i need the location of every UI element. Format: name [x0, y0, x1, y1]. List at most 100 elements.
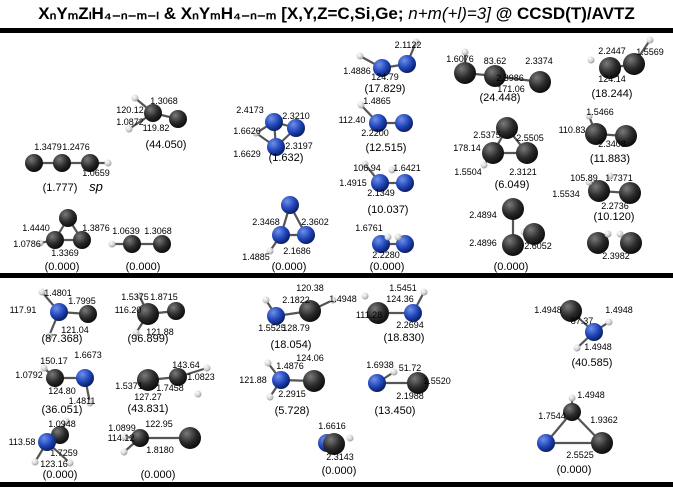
middle-rule — [0, 273, 673, 278]
hydrogen-atom — [108, 240, 116, 248]
hydrogen-atom — [40, 364, 48, 372]
geometry-label: 106.94 — [353, 163, 381, 173]
figure-title: XₙYₘZₗH₄₋ₙ₋ₘ₋ₗ & XₙYₘH₄₋ₙ₋ₘ [X,Y,Z=C,Si,… — [0, 0, 673, 28]
carbon-atom — [144, 104, 162, 122]
geometry-label: 2.2280 — [372, 250, 400, 260]
relative-energy: (12.515) — [366, 142, 407, 154]
hydrogen-atom — [203, 364, 211, 372]
geometry-label: 2.3374 — [525, 56, 553, 66]
geometry-label: 112.40 — [339, 115, 366, 125]
geometry-label: 1.7371 — [605, 173, 633, 183]
germanium-atom — [523, 223, 545, 245]
germanium-atom — [502, 234, 524, 256]
carbon-atom — [169, 368, 187, 386]
relative-energy: (13.450) — [375, 405, 416, 417]
germanium-atom — [137, 303, 159, 325]
silicon-atom — [368, 374, 386, 392]
germanium-atom — [496, 117, 518, 139]
hydrogen-atom — [131, 94, 139, 102]
relative-energy: (0.000) — [141, 469, 176, 481]
top-rule — [0, 28, 673, 33]
geometry-label: 1.6938 — [366, 360, 394, 370]
hydrogen-atom — [356, 52, 364, 60]
relative-energy: (0.000) — [272, 261, 307, 273]
hydrogen-atom — [394, 233, 402, 241]
carbon-atom — [53, 154, 71, 172]
geometry-label: 1.5569 — [636, 47, 664, 57]
relative-energy: (0.000) — [322, 465, 357, 477]
silicon-atom — [396, 235, 414, 253]
geometry-label: 119.82 — [143, 123, 170, 133]
relative-energy: (18.830) — [384, 332, 425, 344]
germanium-atom — [179, 427, 201, 449]
geometry-label: 124.36 — [386, 294, 414, 304]
hydrogen-atom — [646, 36, 654, 44]
geometry-label: 171.06 — [497, 84, 525, 94]
hydrogen-atom — [420, 288, 428, 296]
geometry-label: 1.3068 — [144, 226, 172, 236]
geometry-label: 1.5525 — [258, 323, 286, 333]
geometry-label: 2.5505 — [516, 133, 544, 143]
geometry-label: 2.5525 — [566, 450, 594, 460]
hydrogen-atom — [86, 399, 94, 407]
geometry-label: 1.0823 — [187, 372, 215, 382]
hydrogen-atom — [266, 247, 274, 255]
geometry-label: 143.64 — [172, 360, 200, 370]
geometry-label: 1.4948 — [329, 294, 357, 304]
molecule-ge2-d: 2.3982 — [587, 230, 642, 261]
geometry-label: 124.06 — [296, 353, 324, 363]
hydrogen-atom — [262, 296, 270, 304]
carbon-atom — [59, 209, 77, 227]
silicon-atom — [76, 369, 94, 387]
geometry-label: 2.1349 — [367, 188, 395, 198]
silicon-atom — [272, 371, 290, 389]
geometry-label: 128.79 — [282, 323, 310, 333]
geometry-label: 1.5466 — [586, 107, 614, 117]
germanium-atom — [303, 370, 325, 392]
geometry-label: 2.3143 — [326, 452, 354, 462]
relative-energy: (0.000) — [43, 469, 78, 481]
geometry-label: 1.4865 — [363, 96, 391, 106]
geometry-label: 1.9362 — [590, 415, 618, 425]
carbon-atom — [167, 302, 185, 320]
hydrogen-atom — [125, 125, 133, 133]
germanium-atom — [482, 142, 504, 164]
geometry-label: 2.3982 — [602, 251, 630, 261]
germanium-atom — [587, 232, 609, 254]
silicon-atom — [373, 59, 391, 77]
hydrogen-atom — [604, 230, 612, 238]
geometry-label: 2.3468 — [252, 217, 280, 227]
hydrogen-atom — [120, 448, 128, 456]
silicon-atom — [398, 55, 416, 73]
geometry-label: 1.6761 — [355, 223, 383, 233]
geometry-label: 1.4885 — [242, 252, 270, 262]
geometry-label: 114.12 — [108, 433, 135, 443]
geometry-label: 2.4894 — [469, 210, 497, 220]
germanium-atom — [591, 432, 613, 454]
geometry-label: 1.8180 — [146, 445, 174, 455]
geometry-label: 1.6629 — [233, 149, 261, 159]
hydrogen-atom — [616, 230, 624, 238]
geometry-label: 113.58 — [9, 437, 36, 447]
carbon-atom — [123, 235, 141, 253]
germanium-atom — [484, 65, 506, 87]
geometry-label: 1.2476 — [62, 142, 90, 152]
germanium-atom — [623, 53, 645, 75]
geometry-label: 1.5375 — [121, 292, 149, 302]
germanium-atom — [502, 198, 524, 220]
silicon-atom — [287, 119, 305, 137]
hydrogen-atom — [132, 329, 140, 337]
geometry-label: 150.17 — [40, 356, 68, 366]
relative-energy: (96.899) — [128, 333, 169, 345]
